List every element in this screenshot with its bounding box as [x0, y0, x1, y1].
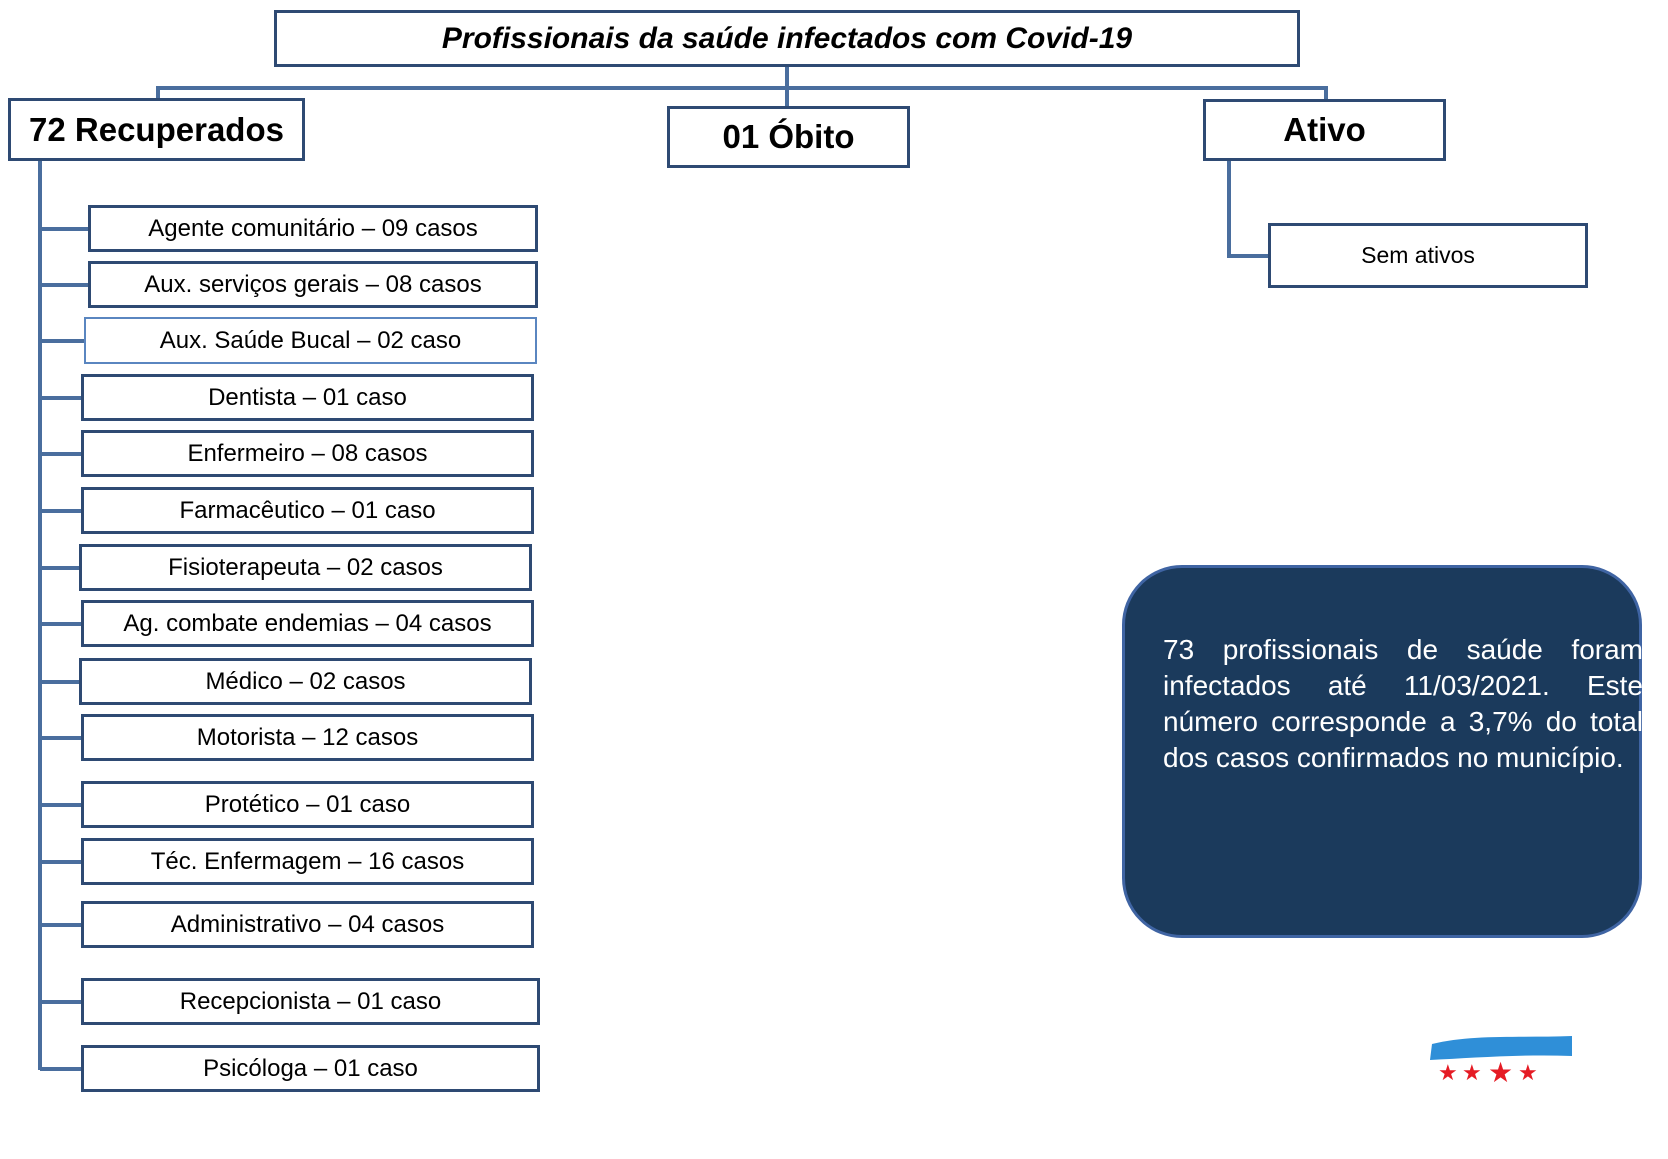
recuperados-item: Administrativo – 04 casos — [81, 901, 534, 948]
summary-note-text: 73 profissionais de saúde foram infectad… — [1163, 634, 1643, 773]
recuperados-item: Dentista – 01 caso — [81, 374, 534, 421]
recuperados-item: Enfermeiro – 08 casos — [81, 430, 534, 477]
recuperados-item: Psicóloga – 01 caso — [81, 1045, 540, 1092]
recuperados-item: Farmacêutico – 01 caso — [81, 487, 534, 534]
branch-obito: 01 Óbito — [667, 106, 910, 168]
recuperados-item: Médico – 02 casos — [79, 658, 532, 705]
ativo-item: Sem ativos — [1268, 223, 1588, 288]
svg-text:★: ★ — [1438, 1061, 1458, 1086]
branch-recuperados: 72 Recuperados — [8, 98, 305, 161]
flag-logo: ★ ★ ★ ★ — [1418, 1036, 1572, 1090]
recuperados-item: Recepcionista – 01 caso — [81, 978, 540, 1025]
summary-note: 73 profissionais de saúde foram infectad… — [1122, 565, 1643, 938]
recuperados-item: Motorista – 12 casos — [81, 714, 534, 761]
connector-lines — [38, 66, 1328, 1071]
recuperados-item: Téc. Enfermagem – 16 casos — [81, 838, 534, 885]
svg-text:★: ★ — [1488, 1056, 1513, 1089]
svg-text:★: ★ — [1518, 1061, 1538, 1086]
branch-ativo: Ativo — [1203, 99, 1446, 161]
recuperados-item: Protético – 01 caso — [81, 781, 534, 828]
svg-text:★: ★ — [1462, 1061, 1482, 1086]
diagram-title: Profissionais da saúde infectados com Co… — [274, 10, 1300, 67]
recuperados-item: Fisioterapeuta – 02 casos — [79, 544, 532, 591]
recuperados-item: Ag. combate endemias – 04 casos — [81, 600, 534, 647]
recuperados-item: Aux. Saúde Bucal – 02 caso — [84, 317, 537, 364]
recuperados-item: Aux. serviços gerais – 08 casos — [88, 261, 538, 308]
recuperados-item: Agente comunitário – 09 casos — [88, 205, 538, 252]
